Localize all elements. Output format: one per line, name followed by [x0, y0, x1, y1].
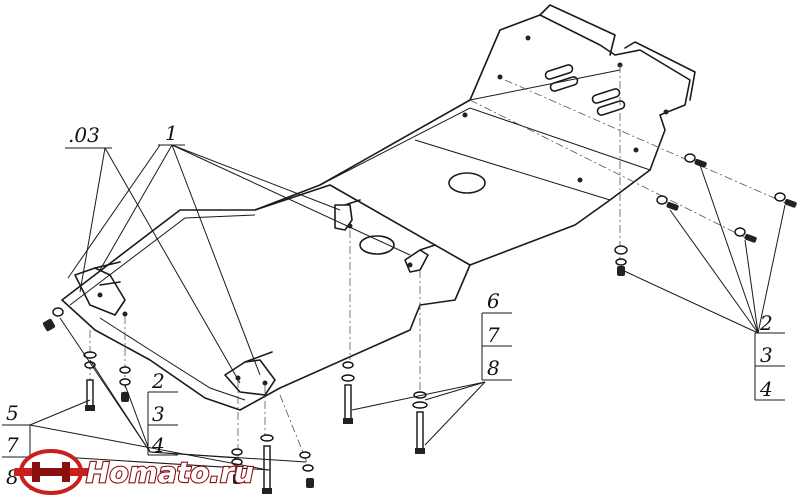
label-5: 5 [6, 401, 19, 425]
label-8-mid: 8 [487, 356, 500, 380]
logo-h-icon [32, 462, 70, 482]
label-7-mid: 7 [487, 323, 500, 347]
hardware-center [341, 361, 428, 454]
hardware-bottom [231, 434, 314, 494]
label-3-right: 3 [760, 343, 773, 367]
label-2-right: 2 [759, 311, 773, 335]
hardware-left [42, 307, 131, 411]
label-3-mid: 3 [152, 402, 165, 426]
label-4-mid: 4 [151, 433, 165, 457]
leader-lines [29, 144, 786, 471]
label-4-right: 4 [759, 377, 773, 401]
skid-plate [61, 4, 696, 411]
label-1: 1 [165, 121, 178, 145]
hardware-right-upper [614, 153, 797, 276]
part-labels: .03 1 2 3 4 2 3 4 6 7 8 5 7 8 [6, 121, 773, 489]
logo-text: Homato.ru [86, 456, 254, 489]
center-lines [89, 65, 791, 471]
label-2-mid: 2 [151, 369, 165, 393]
label-03: .03 [68, 123, 100, 147]
label-6: 6 [487, 289, 500, 313]
homato-logo: Homato.ru [14, 449, 255, 495]
label-frames [2, 144, 785, 490]
label-7-left: 7 [6, 433, 19, 457]
